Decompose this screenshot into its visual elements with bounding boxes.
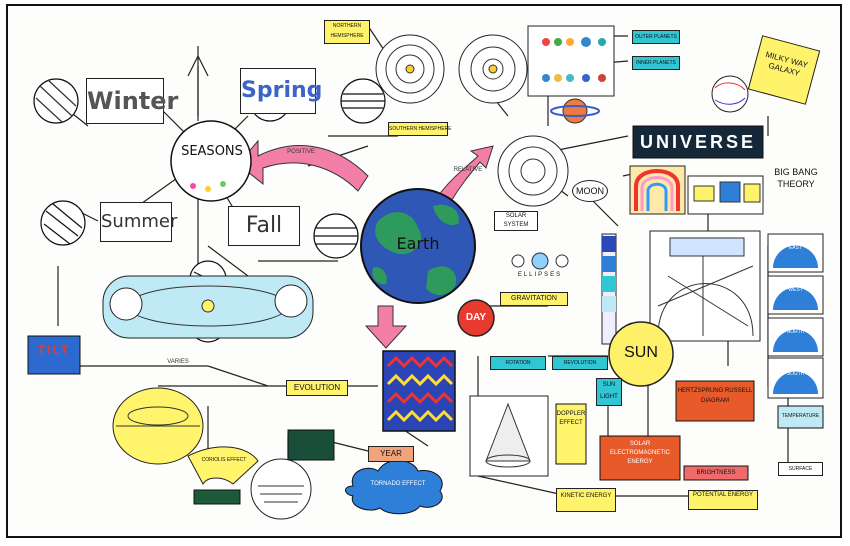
kinetic-energy-label: KINETIC ENERGY — [556, 488, 616, 512]
milky-way-icon — [711, 75, 749, 113]
solar-arrow-icon — [437, 145, 494, 204]
planet-chart — [527, 25, 615, 97]
earth-globe — [360, 188, 476, 304]
seasons-label: SEASONS — [181, 144, 243, 159]
moon-phases — [511, 252, 569, 270]
doppler-label: DOPPLER EFFECT — [556, 411, 586, 426]
cone-sketch — [469, 395, 549, 477]
year-arrow-icon — [364, 305, 408, 349]
saturn-icon — [550, 98, 600, 124]
seasons-circle — [170, 120, 252, 202]
rotation-label: ROTATION — [490, 356, 546, 370]
surface-label: SURFACE — [778, 462, 823, 476]
gravitation-label: GRAVITATION — [500, 292, 568, 306]
positive-label: POSITIVE — [287, 149, 315, 155]
brightness-label: BRIGHTNESS — [696, 470, 736, 476]
tornado-label: TORNADO EFFECT — [370, 481, 426, 487]
year-zigzag-box — [382, 350, 456, 432]
big-bang-illustration — [629, 165, 764, 215]
west-label: WEST — [788, 287, 803, 293]
sun-label: SUN — [624, 344, 658, 361]
relative-label: RELATIVE — [453, 167, 483, 173]
north-label: NORTH — [786, 329, 805, 335]
sun-circle — [608, 321, 674, 387]
temperature-label: TEMPERATURE — [781, 413, 820, 419]
varies-label: VARIES — [167, 359, 189, 365]
energy-box — [599, 435, 681, 481]
mind-map-drawing — [27, 25, 824, 520]
earth-label: Earth — [396, 234, 440, 253]
temperature-box — [777, 405, 824, 429]
fall-label: Fall — [228, 206, 300, 246]
mind-map-frame: Winter Spring Summer Fall SEASONS Earth … — [6, 4, 842, 538]
tilt-box — [27, 335, 81, 375]
hr-diagram-box — [675, 380, 755, 422]
ellipses-label: ELLIPSES — [517, 272, 563, 278]
day-circle — [457, 299, 495, 337]
cloud-shape — [345, 460, 443, 515]
evolution-label: EVOLUTION — [286, 380, 348, 396]
universe-banner — [632, 125, 764, 159]
ellipse-diagram — [112, 387, 204, 465]
east-label: EAST — [788, 245, 803, 251]
coriolis-fan — [187, 446, 259, 485]
year-label: YEAR — [368, 446, 414, 462]
winter-label: Winter — [86, 78, 178, 124]
orbit-diagram — [102, 275, 314, 339]
flat-circle-sketch — [250, 458, 312, 520]
revolution-label: REVOLUTION — [552, 356, 608, 370]
summer-label: Summer — [100, 202, 177, 242]
brightness-box — [683, 465, 749, 481]
moon-label: MOON — [572, 180, 608, 202]
color-strip — [601, 233, 617, 345]
solar-energy-label: SOLAR ELECTROMAGNETIC ENERGY — [609, 441, 670, 465]
up-arrow-icon — [187, 54, 209, 77]
celestial-sphere — [649, 230, 761, 342]
universe-label: UNIVERSE — [639, 132, 757, 152]
dark-block — [287, 429, 335, 461]
dark-green-box — [193, 489, 241, 505]
potential-energy-label: POTENTIAL ENERGY — [688, 490, 758, 510]
spring-label: Spring — [240, 68, 322, 114]
solar-system-label: SOLAR SYSTEM — [494, 211, 538, 231]
planet-orbit-sketches — [375, 34, 569, 207]
northern-hemisphere-label: NORTHERN HEMISPHERE — [324, 20, 370, 44]
south-label: SOUTH — [786, 371, 805, 377]
coriolis-label: CORIOLIS EFFECT — [201, 457, 247, 463]
southern-hemisphere-label: SOUTHERN HEMISPHERE — [388, 122, 452, 136]
doppler-box — [555, 403, 587, 465]
direction-domes — [767, 233, 824, 399]
hertzsprung-label: HERTZSPRUNG RUSSELL DIAGRAM — [677, 388, 753, 404]
sun-light-label: SUN LIGHT — [596, 378, 622, 406]
big-bang-label: BIG BANG THEORY — [774, 167, 818, 189]
inner-planets-label: INNER PLANETS — [632, 56, 680, 70]
day-label: DAY — [465, 312, 487, 323]
tilt-label: TILT — [37, 343, 71, 357]
outer-planets-label: OUTER PLANETS — [632, 30, 680, 44]
